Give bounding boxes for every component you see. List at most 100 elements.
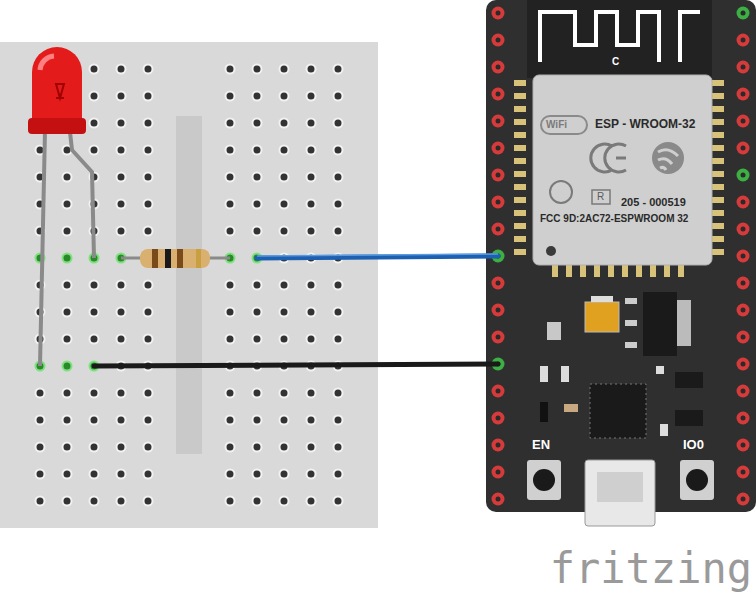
pin-hole: [741, 335, 746, 340]
pin-ring: [492, 61, 505, 74]
pin-hole: [741, 308, 746, 313]
module-pad: [514, 80, 526, 86]
pin-ring: [737, 466, 750, 479]
led-highlight: [40, 56, 54, 70]
header-pin: [737, 493, 750, 506]
breadboard-hole: [226, 443, 235, 452]
breadboard-hole: [334, 308, 343, 317]
module-pad: [678, 265, 684, 277]
breadboard-hole: [280, 200, 289, 209]
breadboard-hole: [226, 470, 235, 479]
pin-ring: [492, 412, 505, 425]
rf-module: ESP - WROOM-32 205 - 000519FCC 9D:2AC72-E…: [533, 75, 712, 265]
module-pad: [712, 197, 724, 203]
breadboard-hole: [307, 281, 316, 290]
resistor-symbol: [140, 249, 210, 268]
telec-mark: [550, 181, 572, 203]
pin-hole: [741, 416, 746, 421]
breadboard-hole: [117, 443, 126, 452]
breadboard-hole: [226, 200, 235, 209]
pin-ring: [492, 385, 505, 398]
header-pin: [492, 493, 505, 506]
header-pin: [492, 61, 505, 74]
pin-hole: [496, 38, 501, 43]
breadboard-hole: [90, 470, 99, 479]
pin-hole: [741, 443, 746, 448]
breadboard-hole: [226, 308, 235, 317]
led-anode-leg: [40, 130, 45, 366]
pin-hole: [741, 254, 746, 259]
breadboard-hole: [226, 416, 235, 425]
pin-ring: [737, 115, 750, 128]
breadboard: [0, 42, 378, 528]
breadboard-hole: [334, 119, 343, 128]
header-pin: [737, 34, 750, 47]
pin-ring: [737, 358, 750, 371]
header-pin: [492, 385, 505, 398]
led-die: [56, 84, 64, 98]
transistor: [675, 410, 703, 426]
pin-hole: [741, 92, 746, 97]
module-pad: [712, 93, 724, 99]
breadboard-hole: [63, 335, 72, 344]
breadboard-hole: [226, 389, 235, 398]
breadboard-hole: [307, 308, 316, 317]
breadboard-hole: [253, 200, 262, 209]
smd-part: [540, 366, 548, 382]
module-pad: [636, 265, 642, 277]
header-pin: [492, 7, 505, 20]
io0-button: [680, 460, 714, 500]
fcc-id: FCC 9D:2AC72-ESPWROOM 32: [540, 213, 688, 224]
pin-hole: [496, 11, 501, 16]
module-pad: [712, 158, 724, 164]
pin-hole: [496, 200, 501, 205]
breadboard-hole: [144, 146, 153, 155]
breadboard-hole: [253, 146, 262, 155]
certificate-number: 205 - 000519: [621, 196, 686, 208]
breadboard-hole: [280, 308, 289, 317]
pin-ring: [737, 277, 750, 290]
breadboard-hole: [307, 416, 316, 425]
pin-hole: [496, 92, 501, 97]
pin-ring: [492, 88, 505, 101]
breadboard-hole: [226, 173, 235, 182]
breadboard-hole: [253, 119, 262, 128]
breadboard-hole: [90, 497, 99, 506]
breadboard-hole: [144, 65, 153, 74]
module-pad: [712, 236, 724, 242]
breadboard-hole: [226, 497, 235, 506]
module-pad: [712, 210, 724, 216]
en-button-cap: [533, 469, 555, 491]
header-pin: [492, 412, 505, 425]
breadboard-hole: [36, 497, 45, 506]
pin-ring: [492, 466, 505, 479]
module-pad: [594, 265, 600, 277]
breadboard-hole: [90, 335, 99, 344]
wifi-logo: [541, 116, 587, 134]
header-pin: [492, 196, 505, 209]
breadboard-hole: [334, 92, 343, 101]
module-pad: [514, 106, 526, 112]
breadboard-hole: [226, 92, 235, 101]
esp32-board: [486, 0, 756, 512]
breadboard-hole: [280, 227, 289, 236]
breadboard-hole: [63, 389, 72, 398]
breadboard-hole: [280, 497, 289, 506]
module-pad: [712, 80, 724, 86]
io0-button-cap: [686, 469, 708, 491]
breadboard-hole: [90, 119, 99, 128]
pin-hole: [496, 146, 501, 151]
header-pins: [492, 7, 750, 506]
breadboard-hole: [144, 443, 153, 452]
regulator-pin: [625, 298, 637, 304]
breadboard-hole: [63, 200, 72, 209]
pin-hole: [741, 362, 746, 367]
header-pin: [737, 439, 750, 452]
breadboard-hole: [36, 470, 45, 479]
pin-hole: [741, 38, 746, 43]
espressif-logo: [652, 142, 684, 174]
module-name: ESP - WROOM-32: [595, 118, 695, 131]
breadboard-hole: [226, 119, 235, 128]
breadboard-hole: [280, 389, 289, 398]
